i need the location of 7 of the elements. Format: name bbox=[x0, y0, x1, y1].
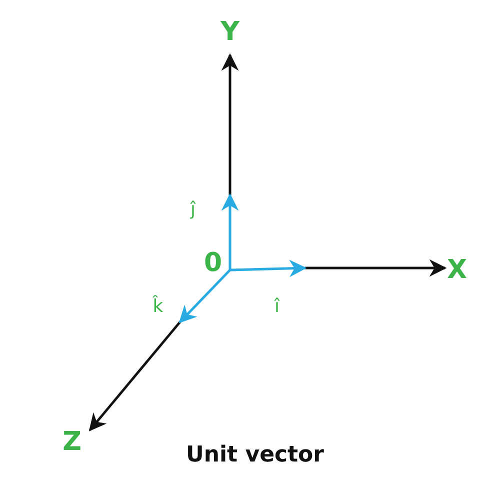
axis-label: Z bbox=[62, 429, 82, 455]
origin-label: 0 bbox=[204, 250, 222, 276]
axis-label: X bbox=[446, 257, 468, 283]
unit-vector-symbol: ĵ bbox=[190, 201, 196, 219]
caption: Unit vector bbox=[186, 442, 324, 468]
unit-vector-symbol: î bbox=[274, 298, 280, 316]
axis-label: Y bbox=[220, 19, 240, 45]
